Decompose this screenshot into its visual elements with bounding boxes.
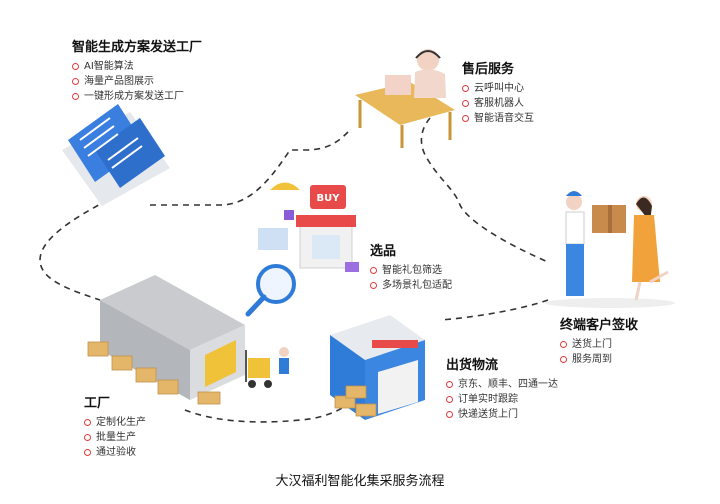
- shop-icon: BUY: [258, 182, 359, 272]
- bullet-icon: [72, 78, 79, 85]
- bullet-icon: [370, 267, 377, 274]
- bullet-icon: [446, 396, 453, 403]
- bullet-icon: [446, 411, 453, 418]
- block-title: 售后服务: [462, 62, 515, 77]
- list-item: 客服机器人: [462, 96, 534, 111]
- headset-agent-icon: [355, 49, 455, 148]
- block-title: 选品: [370, 244, 397, 259]
- list-item: 送货上门: [560, 337, 638, 352]
- list-item: 订单实时跟踪: [446, 392, 558, 407]
- block-title: 出货物流: [446, 358, 499, 373]
- list-item: AI智能算法: [72, 59, 202, 74]
- bullet-icon: [84, 419, 91, 426]
- bullet-icon: [446, 381, 453, 388]
- list-item: 定制化生产: [84, 415, 146, 430]
- block-selection: 选品 智能礼包筛选 多场景礼包适配: [370, 240, 452, 293]
- block-factory: 工厂 定制化生产 批量生产 通过验收: [84, 392, 146, 460]
- diagram-caption: 大汉福利智能化集采服务流程: [275, 474, 445, 489]
- block-title: 智能生成方案发送工厂: [72, 40, 203, 55]
- bullet-icon: [560, 341, 567, 348]
- block-shipping: 出货物流 京东、顺丰、四通一达 订单实时跟踪 快递送货上门: [446, 354, 558, 422]
- list-item: 多场景礼包适配: [370, 278, 452, 293]
- list-item: 服务周到: [560, 352, 638, 367]
- delivery-building-icon: [330, 315, 425, 420]
- bullet-icon: [72, 93, 79, 100]
- list-item: 智能语音交互: [462, 111, 534, 126]
- list-item: 京东、顺丰、四通一达: [446, 377, 558, 392]
- bullet-icon: [84, 434, 91, 441]
- bullet-icon: [462, 115, 469, 122]
- bullet-icon: [370, 282, 377, 289]
- magnifier-icon: [245, 264, 296, 317]
- bullet-icon: [462, 85, 469, 92]
- bullet-icon: [462, 100, 469, 107]
- bullet-icon: [84, 449, 91, 456]
- list-item: 一键形成方案发送工厂: [72, 89, 202, 104]
- bullet-icon: [560, 356, 567, 363]
- list-item: 快递送货上门: [446, 407, 558, 422]
- forklift-icon: [245, 347, 289, 388]
- warehouse-icon: [87, 275, 245, 405]
- list-item: 智能礼包筛选: [370, 263, 452, 278]
- block-end-customer: 终端客户签收 送货上门 服务周到: [560, 314, 638, 367]
- document-stack-icon: [62, 104, 170, 206]
- list-item: 云呼叫中心: [462, 81, 534, 96]
- bullet-icon: [72, 63, 79, 70]
- delivery-handoff-icon: [545, 191, 675, 308]
- list-item: 海量产品图展示: [72, 74, 202, 89]
- block-title: 终端客户签收: [560, 318, 639, 333]
- list-item: 批量生产: [84, 430, 146, 445]
- block-title: 工厂: [84, 396, 111, 411]
- list-item: 通过验收: [84, 445, 146, 460]
- block-after-sales: 售后服务 云呼叫中心 客服机器人 智能语音交互: [462, 58, 534, 126]
- block-solution-factory: 智能生成方案发送工厂 AI智能算法 海量产品图展示 一键形成方案发送工厂: [72, 36, 202, 104]
- shop-sign-text: BUY: [317, 193, 341, 204]
